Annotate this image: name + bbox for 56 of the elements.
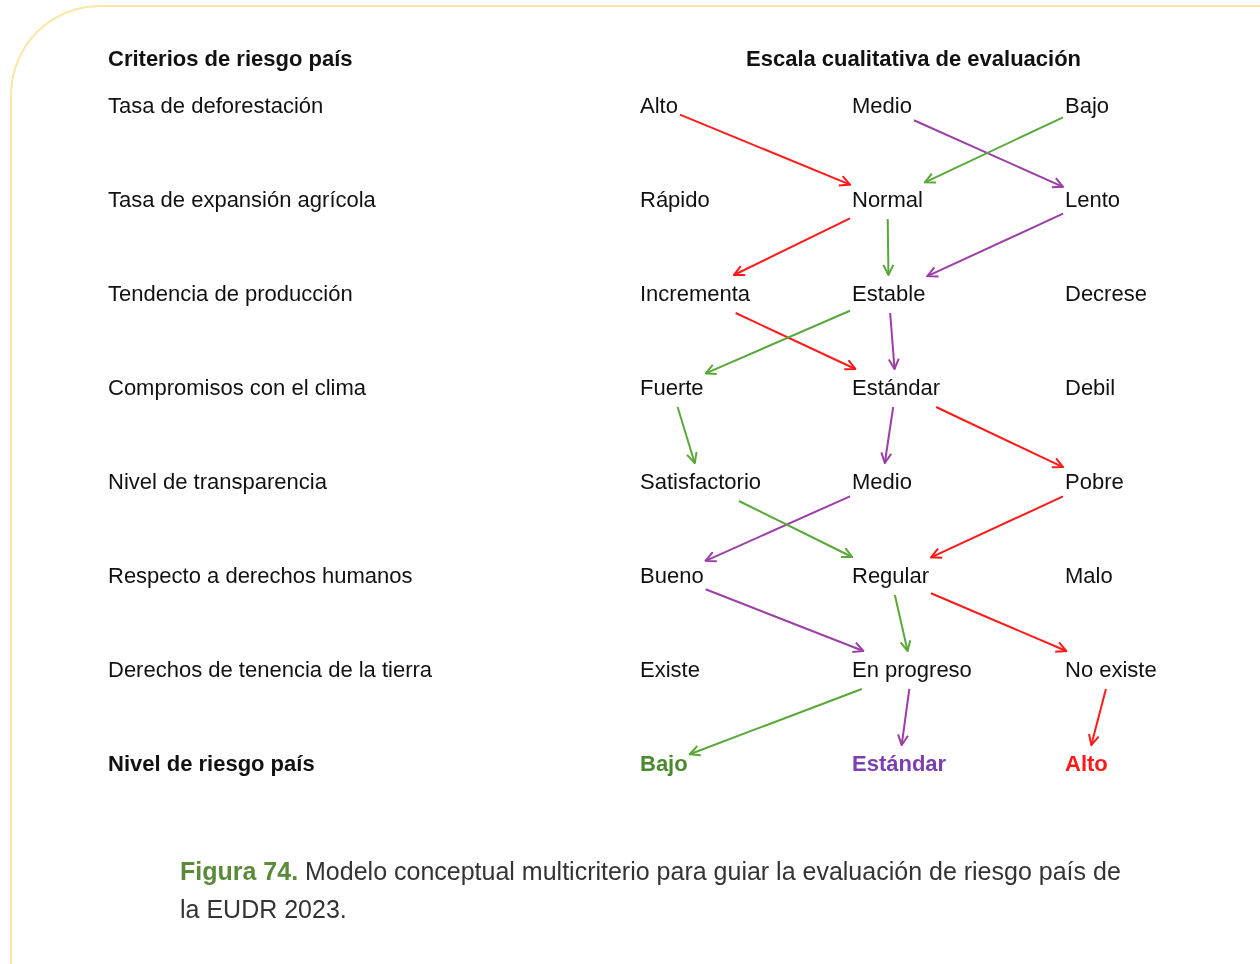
arrow	[926, 212, 1064, 278]
criterion-label: Nivel de riesgo país	[108, 751, 315, 777]
arrow	[676, 406, 698, 464]
scale-value-text: Normal	[850, 181, 925, 219]
scale-value-text: Estable	[850, 275, 928, 313]
criterion-label: Respecto a derechos humanos	[108, 563, 413, 589]
figure-caption: Figura 74. Modelo conceptual multicriterio para guiar la evaluación de riesgo país de la EUDR 2023.	[180, 856, 1122, 925]
arrow	[704, 495, 851, 563]
arrow	[882, 218, 895, 276]
scale-value-text: Rápido	[638, 181, 712, 219]
criterion-label: Derechos de tenencia de la tierra	[108, 657, 433, 683]
risk-level-text: Estándar	[850, 745, 949, 783]
arrow	[930, 592, 1068, 653]
arrow	[704, 309, 851, 375]
scale-value-text: Satisfactorio	[638, 463, 764, 501]
criterion-label: Tasa de expansión agrícola	[108, 187, 376, 213]
scale-value-text: Existe	[638, 651, 702, 689]
scale-value-text: Incrementa	[638, 275, 753, 313]
risk-level-text: Bajo	[638, 745, 690, 783]
arrow	[1088, 688, 1107, 746]
scale-value-text: Estándar	[850, 369, 943, 407]
column-heading: Escala cualitativa de evaluación	[746, 46, 1082, 72]
scale-value-text: Regular	[850, 557, 932, 595]
arrow	[912, 119, 1064, 189]
scale-value-text: Malo	[1063, 557, 1115, 595]
scale-value-text: En progreso	[850, 651, 974, 689]
criterion-label: Tasa de deforestación	[108, 93, 324, 119]
arrow	[887, 312, 900, 370]
arrow	[737, 500, 854, 559]
arrow	[897, 688, 911, 746]
scale-value-text: Medio	[850, 87, 914, 125]
arrow	[732, 217, 851, 277]
scale-value-text: Debil	[1063, 369, 1118, 407]
criterion-label: Nivel de transparencia	[108, 469, 327, 495]
risk-level-text: Alto	[1063, 745, 1110, 783]
scale-value-text: Fuerte	[638, 369, 706, 407]
column-heading: Criterios de riesgo país	[108, 46, 353, 72]
arrow	[923, 116, 1064, 184]
scale-value-text: Medio	[850, 463, 914, 501]
scale-value-text: Pobre	[1063, 463, 1126, 501]
scale-value-text: Bueno	[638, 557, 706, 595]
scale-value-text: Lento	[1063, 181, 1123, 219]
scale-value-text: No existe	[1063, 651, 1159, 689]
arrow	[704, 588, 865, 653]
criterion-label: Tendencia de producción	[108, 281, 353, 307]
arrow	[930, 495, 1064, 559]
arrow	[935, 406, 1064, 469]
scale-value-text: Decrese	[1063, 275, 1149, 313]
criterion-label: Compromisos con el clima	[108, 375, 366, 401]
scale-value-text: Bajo	[1063, 87, 1112, 125]
scale-value-text: Alto	[638, 87, 680, 125]
arrow	[678, 113, 851, 187]
arrow	[734, 312, 857, 371]
arrow	[688, 688, 863, 757]
arrow	[880, 406, 895, 464]
arrow	[893, 594, 912, 652]
